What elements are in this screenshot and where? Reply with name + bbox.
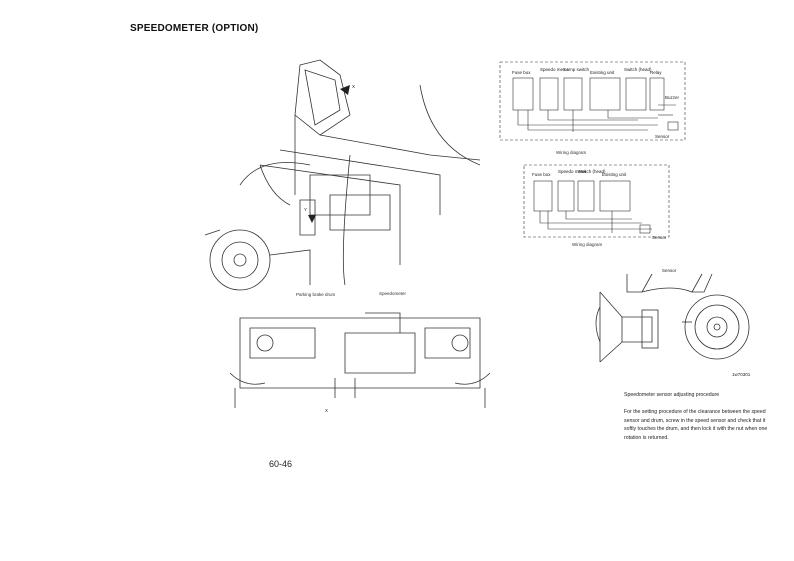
speedometer-label: Speedometer: [379, 291, 407, 296]
parking-brake-label: Parking brake drum: [296, 292, 336, 297]
w2-right-0: Sensor: [652, 235, 667, 240]
w1-right-0: Buzzer: [665, 95, 680, 100]
w1-label-1: Speedo meter: [540, 67, 569, 72]
sensor-drum-illustration: Sensor 1w70301: [595, 268, 751, 377]
chassis-top-illustration: X: [229, 312, 491, 413]
page-title: SPEEDOMETER (OPTION): [130, 23, 259, 34]
svg-text:X: X: [325, 408, 328, 413]
w2-label-3: Existing unit: [602, 172, 627, 177]
procedure-body: For the setting procedure of the clearan…: [624, 409, 768, 441]
w2-label-2: Switch (head): [578, 169, 606, 174]
w1-label-5: Relay: [650, 70, 662, 75]
w1-right-1: Sensor: [655, 134, 670, 139]
wiring-caption-1: Wiring diagram: [556, 150, 587, 155]
page-number: 60-46: [269, 459, 293, 469]
w1-label-4: Switch (head): [624, 67, 652, 72]
w1-label-3: Existing unit: [590, 70, 615, 75]
wiring-caption-2: Wiring diagram: [572, 242, 603, 247]
w1-label-2: Lamp switch: [564, 67, 590, 72]
wiring-diagram-2: Fuse box Speedo meter Switch (head) Exis…: [523, 164, 670, 240]
w2-label-1: Speedo meter: [558, 169, 587, 174]
wiring-diagram-1: Fuse box Speedo meter Lamp switch Existi…: [499, 61, 686, 141]
label-y: Y: [304, 207, 307, 212]
sensor-ref-code: 1w70301: [732, 372, 751, 377]
w2-label-0: Fuse box: [532, 172, 551, 177]
w1-label-0: Fuse box: [512, 70, 531, 75]
sensor-label: Sensor: [662, 268, 677, 273]
truck-side-illustration: X Y: [204, 59, 481, 291]
procedure-title: Speedometer sensor adjusting procedure: [624, 392, 720, 398]
label-x: X: [352, 84, 355, 89]
